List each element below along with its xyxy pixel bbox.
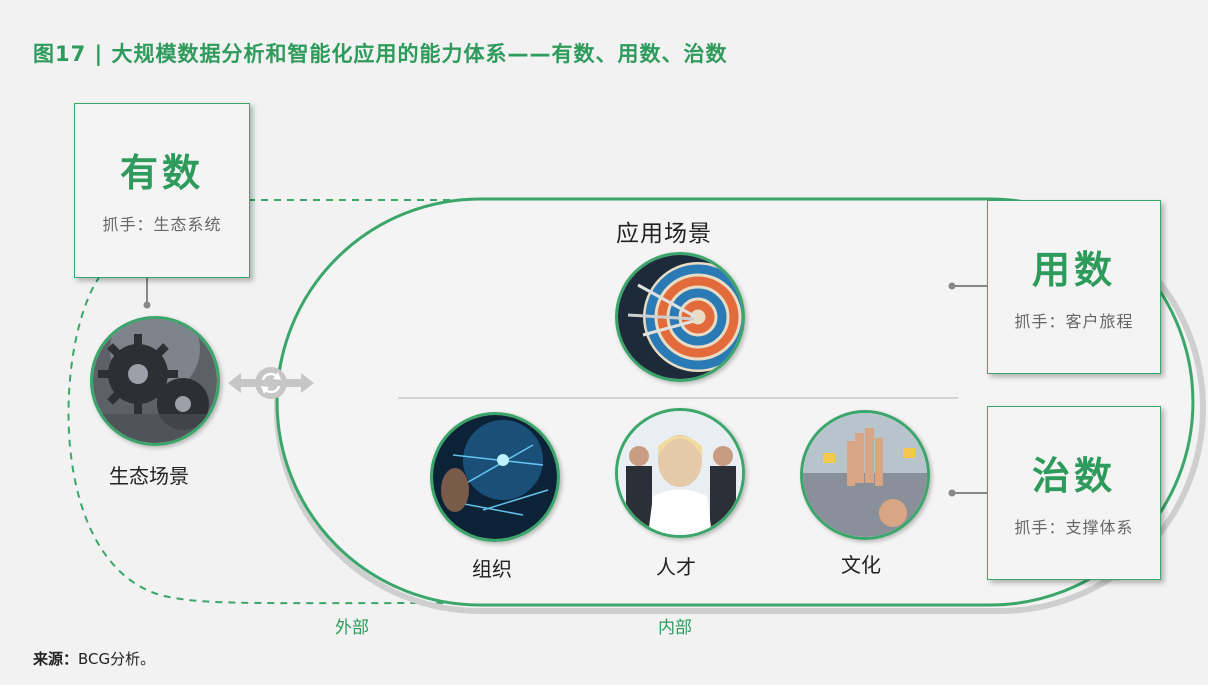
- govern-data-subtitle: 抓手：支撑体系: [1014, 518, 1134, 537]
- application-target-image: [615, 252, 745, 382]
- have-data-box: 有数 抓手：生态系统: [74, 103, 250, 278]
- talent-label: 人才: [656, 555, 696, 579]
- application-scene-label: 应用场景: [616, 221, 712, 247]
- source-text: BCG分析。: [78, 650, 156, 668]
- talent-image: [615, 408, 745, 538]
- organization-image: [430, 412, 560, 542]
- use-data-title: 用数: [1031, 248, 1116, 292]
- figure-title: 图17 | 大规模数据分析和智能化应用的能力体系——有数、用数、治数: [33, 42, 728, 66]
- organization-label: 组织: [472, 557, 512, 581]
- use-data-box: 用数 抓手：客户旅程: [987, 200, 1161, 374]
- exchange-arrows-icon: [228, 367, 314, 399]
- source-prefix: 来源：: [33, 650, 79, 668]
- ecosystem-gears-image: [90, 316, 220, 446]
- ecosystem-scene-label: 生态场景: [109, 464, 189, 488]
- have-data-title: 有数: [119, 151, 204, 195]
- have-data-subtitle: 抓手：生态系统: [102, 215, 222, 234]
- culture-label: 文化: [841, 553, 881, 577]
- source-note: 来源：BCG分析。: [33, 648, 155, 669]
- culture-image: [800, 410, 930, 540]
- govern-data-box: 治数 抓手：支撑体系: [987, 406, 1161, 580]
- use-data-subtitle: 抓手：客户旅程: [1014, 312, 1134, 331]
- external-label: 外部: [335, 618, 369, 638]
- govern-data-title: 治数: [1031, 454, 1116, 498]
- external-dashed-loop: [67, 199, 480, 605]
- internal-label: 内部: [658, 618, 692, 638]
